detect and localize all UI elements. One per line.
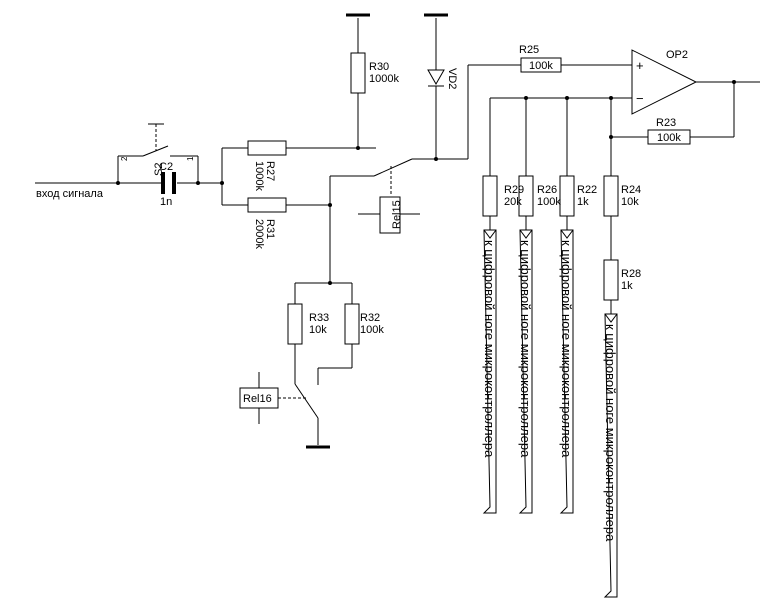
r26-name: R26 xyxy=(537,184,557,196)
signal-input-label: вход сигнала xyxy=(36,188,104,200)
r27-value: 1000k xyxy=(253,161,265,191)
r23-name: R23 xyxy=(656,117,676,129)
opamp-plus: + xyxy=(636,58,644,73)
r28-value: 1k xyxy=(621,280,633,292)
r28-name: R28 xyxy=(621,268,641,280)
r31-name: R31 xyxy=(264,219,276,239)
opamp-op2: + − OP2 xyxy=(631,49,698,115)
r25-name: R25 xyxy=(519,44,539,56)
r22-value: 1k xyxy=(577,196,589,208)
mcu-label-1: к цифровой ноге микроконтроллера xyxy=(482,240,497,458)
resistor-r22: R22 1k xyxy=(559,175,597,217)
resistor-r24: R24 10k xyxy=(603,175,641,217)
resistor-r28: R28 1k xyxy=(603,259,641,301)
r32-name: R32 xyxy=(360,312,380,324)
r22-name: R22 xyxy=(577,184,597,196)
vd2-label: VD2 xyxy=(446,68,458,89)
mcu-connector-4: к цифровой ноге микроконтроллера xyxy=(603,313,618,598)
s2-pin1: 1 xyxy=(186,156,195,161)
wires xyxy=(35,18,760,445)
mcu-connector-2: к цифровой ноге микроконтроллера xyxy=(518,229,533,514)
r25-value: 100k xyxy=(529,60,553,72)
resistor-r29: R29 20k xyxy=(482,175,524,217)
switch-s2: 2 1 S2 xyxy=(120,123,195,176)
c2-value: 1n xyxy=(160,196,172,208)
diode-vd2: VD2 xyxy=(427,68,458,89)
resistor-r32: R32 100k xyxy=(344,303,384,345)
r24-value: 10k xyxy=(621,196,639,208)
r24-name: R24 xyxy=(621,184,641,196)
resistor-r30: R30 1000k xyxy=(350,52,399,94)
relay-rel16: Rel16 xyxy=(239,372,306,424)
capacitor-c2: C2 1n xyxy=(159,161,176,208)
r33-value: 10k xyxy=(309,324,327,336)
resistor-r25: R25 100k xyxy=(519,44,562,73)
r31-value: 2000k xyxy=(253,219,265,249)
resistor-r27: R27 1000k xyxy=(247,140,287,191)
mcu-connector-1: к цифровой ноге микроконтроллера xyxy=(482,229,497,514)
mcu-connector-3: к цифровой ноге микроконтроллера xyxy=(559,229,574,514)
resistor-r33: R33 10k xyxy=(287,303,329,345)
c2-name: C2 xyxy=(159,161,173,173)
mcu-label-3: к цифровой ноге микроконтроллера xyxy=(559,240,574,458)
r29-value: 20k xyxy=(504,196,522,208)
rel15-label: Rel15 xyxy=(391,200,403,229)
opamp-minus: − xyxy=(636,91,644,106)
opamp-label: OP2 xyxy=(666,49,688,61)
r26-value: 100k xyxy=(537,196,561,208)
relay-rel15: Rel15 xyxy=(358,166,420,234)
rel16-label: Rel16 xyxy=(243,393,272,405)
mcu-label-2: к цифровой ноге микроконтроллера xyxy=(518,240,533,458)
junctions xyxy=(116,80,736,285)
r23-value: 100k xyxy=(657,132,681,144)
s2-pin2: 2 xyxy=(120,156,129,161)
resistor-r23: R23 100k xyxy=(647,117,691,145)
r30-name: R30 xyxy=(369,61,389,73)
r33-name: R33 xyxy=(309,312,329,324)
mcu-label-4: к цифровой ноге микроконтроллера xyxy=(603,324,618,542)
rail-bars xyxy=(306,13,448,449)
r32-value: 100k xyxy=(360,324,384,336)
r27-name: R27 xyxy=(264,161,276,181)
resistor-r26: R26 100k xyxy=(518,175,561,217)
r29-name: R29 xyxy=(504,184,524,196)
r30-value: 1000k xyxy=(369,73,399,85)
resistor-r31: R31 2000k xyxy=(247,197,287,249)
